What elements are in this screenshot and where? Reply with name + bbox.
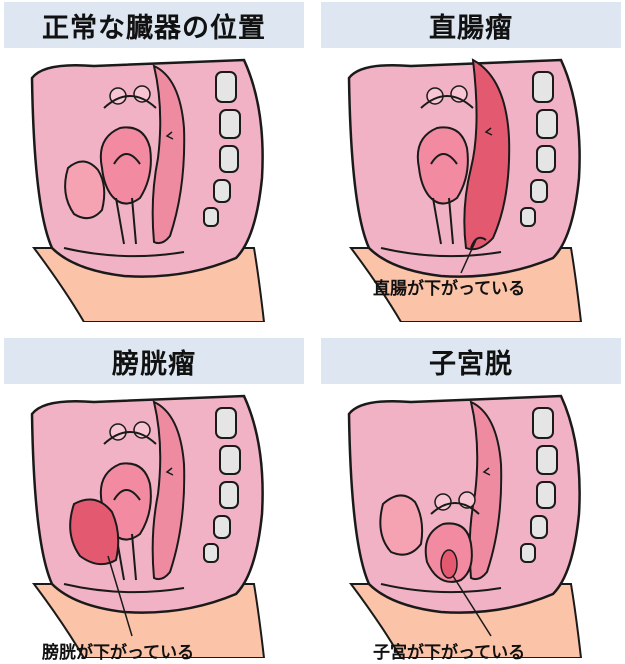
bladder-highlight — [69, 498, 120, 566]
panel-title-bar: 正常な臓器の位置 — [4, 2, 304, 48]
rectum-highlight — [463, 58, 511, 251]
panel-title-bar: 子宮脱 — [321, 338, 621, 384]
anatomy-illustration-normal — [4, 48, 304, 322]
panel-caption: 直腸が下がっている — [373, 279, 526, 299]
panel-title: 膀胱瘤 — [112, 348, 196, 380]
panel-title: 正常な臓器の位置 — [42, 12, 266, 44]
anatomy-illustration-uterine-prolapse — [347, 394, 583, 658]
panel-title: 直腸瘤 — [429, 12, 513, 44]
pointer-line — [107, 555, 133, 637]
pointer-line — [460, 239, 477, 274]
panel-title: 子宮脱 — [429, 348, 513, 380]
pointer-line — [452, 575, 492, 637]
panel-cystocele: 膀胱瘤 膀胱が下がっている — [4, 338, 304, 663]
panel-title-bar: 直腸瘤 — [321, 2, 621, 48]
panel-caption: 子宮が下がっている — [373, 643, 526, 663]
panel-rectocele: 直腸瘤 直腸が下がっている — [321, 2, 621, 322]
anatomy-illustration-rectocele — [321, 58, 621, 322]
panel-normal: 正常な臓器の位置 — [4, 2, 304, 322]
panel-caption: 膀胱が下がっている — [42, 643, 195, 663]
panel-uterine-prolapse: 子宮脱 子宮が下がっている — [321, 338, 621, 663]
panel-title-bar: 膀胱瘤 — [4, 338, 304, 384]
anatomy-illustration-cystocele — [4, 384, 304, 658]
